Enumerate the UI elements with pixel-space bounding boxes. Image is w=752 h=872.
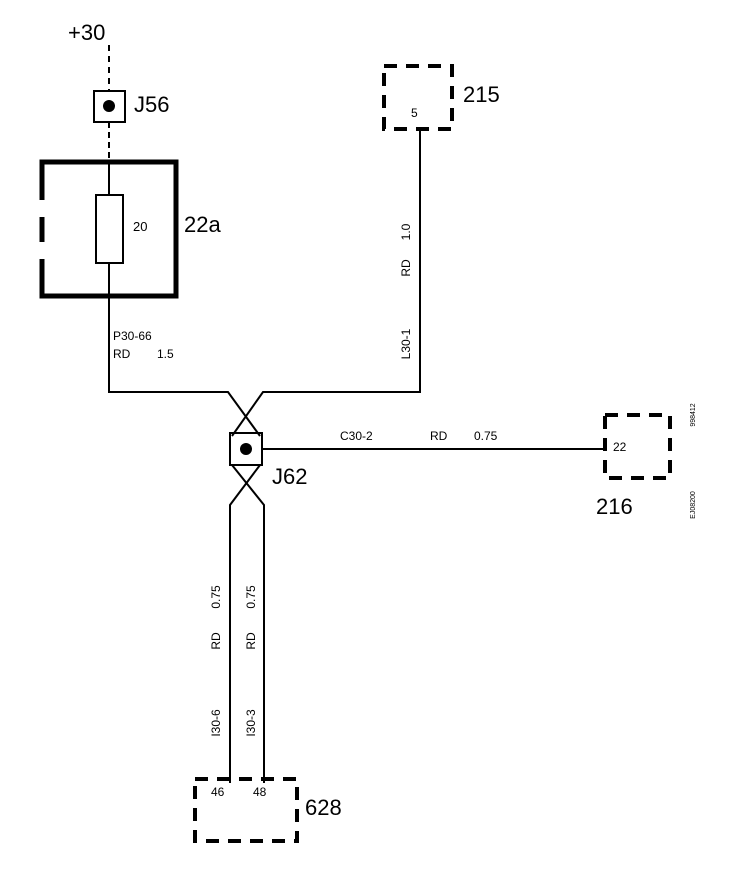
component-628-pin-48: 48 [253, 785, 267, 799]
wire-i30-6-color: RD [209, 632, 223, 650]
component-216-label: 216 [596, 494, 633, 519]
wire-p30-66-size: 1.5 [157, 347, 174, 361]
wire-c30-2-color: RD [430, 429, 448, 443]
wire-p30-66-color: RD [113, 347, 131, 361]
wire-i30-3-color: RD [244, 632, 258, 650]
component-628-pin-46: 46 [211, 785, 225, 799]
wire-i30-3 [231, 464, 265, 780]
component-628-box [193, 777, 299, 843]
component-216-pin: 22 [613, 440, 627, 454]
margin-code-a: 998412 [690, 403, 697, 426]
wire-c30-2-size: 0.75 [474, 429, 498, 443]
wire-l30-1-id: L30-1 [399, 328, 413, 359]
component-215-box [382, 64, 454, 131]
wire-i30-6-size: 0.75 [209, 585, 223, 609]
wire-i30-3-size: 0.75 [244, 585, 258, 609]
fuse-rating: 20 [133, 219, 147, 234]
wire-i30-3-id: I30-3 [244, 709, 258, 737]
margin-code-b: EJ08200 [690, 491, 697, 519]
junction-j62-dot [240, 443, 252, 455]
wire-l30-1-size: 1.0 [399, 223, 413, 240]
wire-p30-66-id: P30-66 [113, 329, 152, 343]
junction-j56-dot [103, 100, 115, 112]
wire-c30-2-id: C30-2 [340, 429, 373, 443]
wire-l30-1 [231, 131, 421, 437]
wire-l30-1-color: RD [399, 259, 413, 277]
wire-i30-6-id: I30-6 [209, 709, 223, 737]
wire-i30-6 [229, 464, 261, 780]
junction-j56-label: J56 [134, 92, 169, 117]
fuse-element [95, 194, 124, 264]
component-216-box [603, 413, 672, 480]
component-215-pin: 5 [411, 106, 418, 120]
wire-p30-66 [108, 296, 261, 437]
supply-label: +30 [68, 20, 105, 45]
component-628-label: 628 [305, 795, 342, 820]
component-215-label: 215 [463, 82, 500, 107]
fuse-id-label: 22a [184, 212, 221, 237]
junction-j62-label: J62 [272, 464, 307, 489]
